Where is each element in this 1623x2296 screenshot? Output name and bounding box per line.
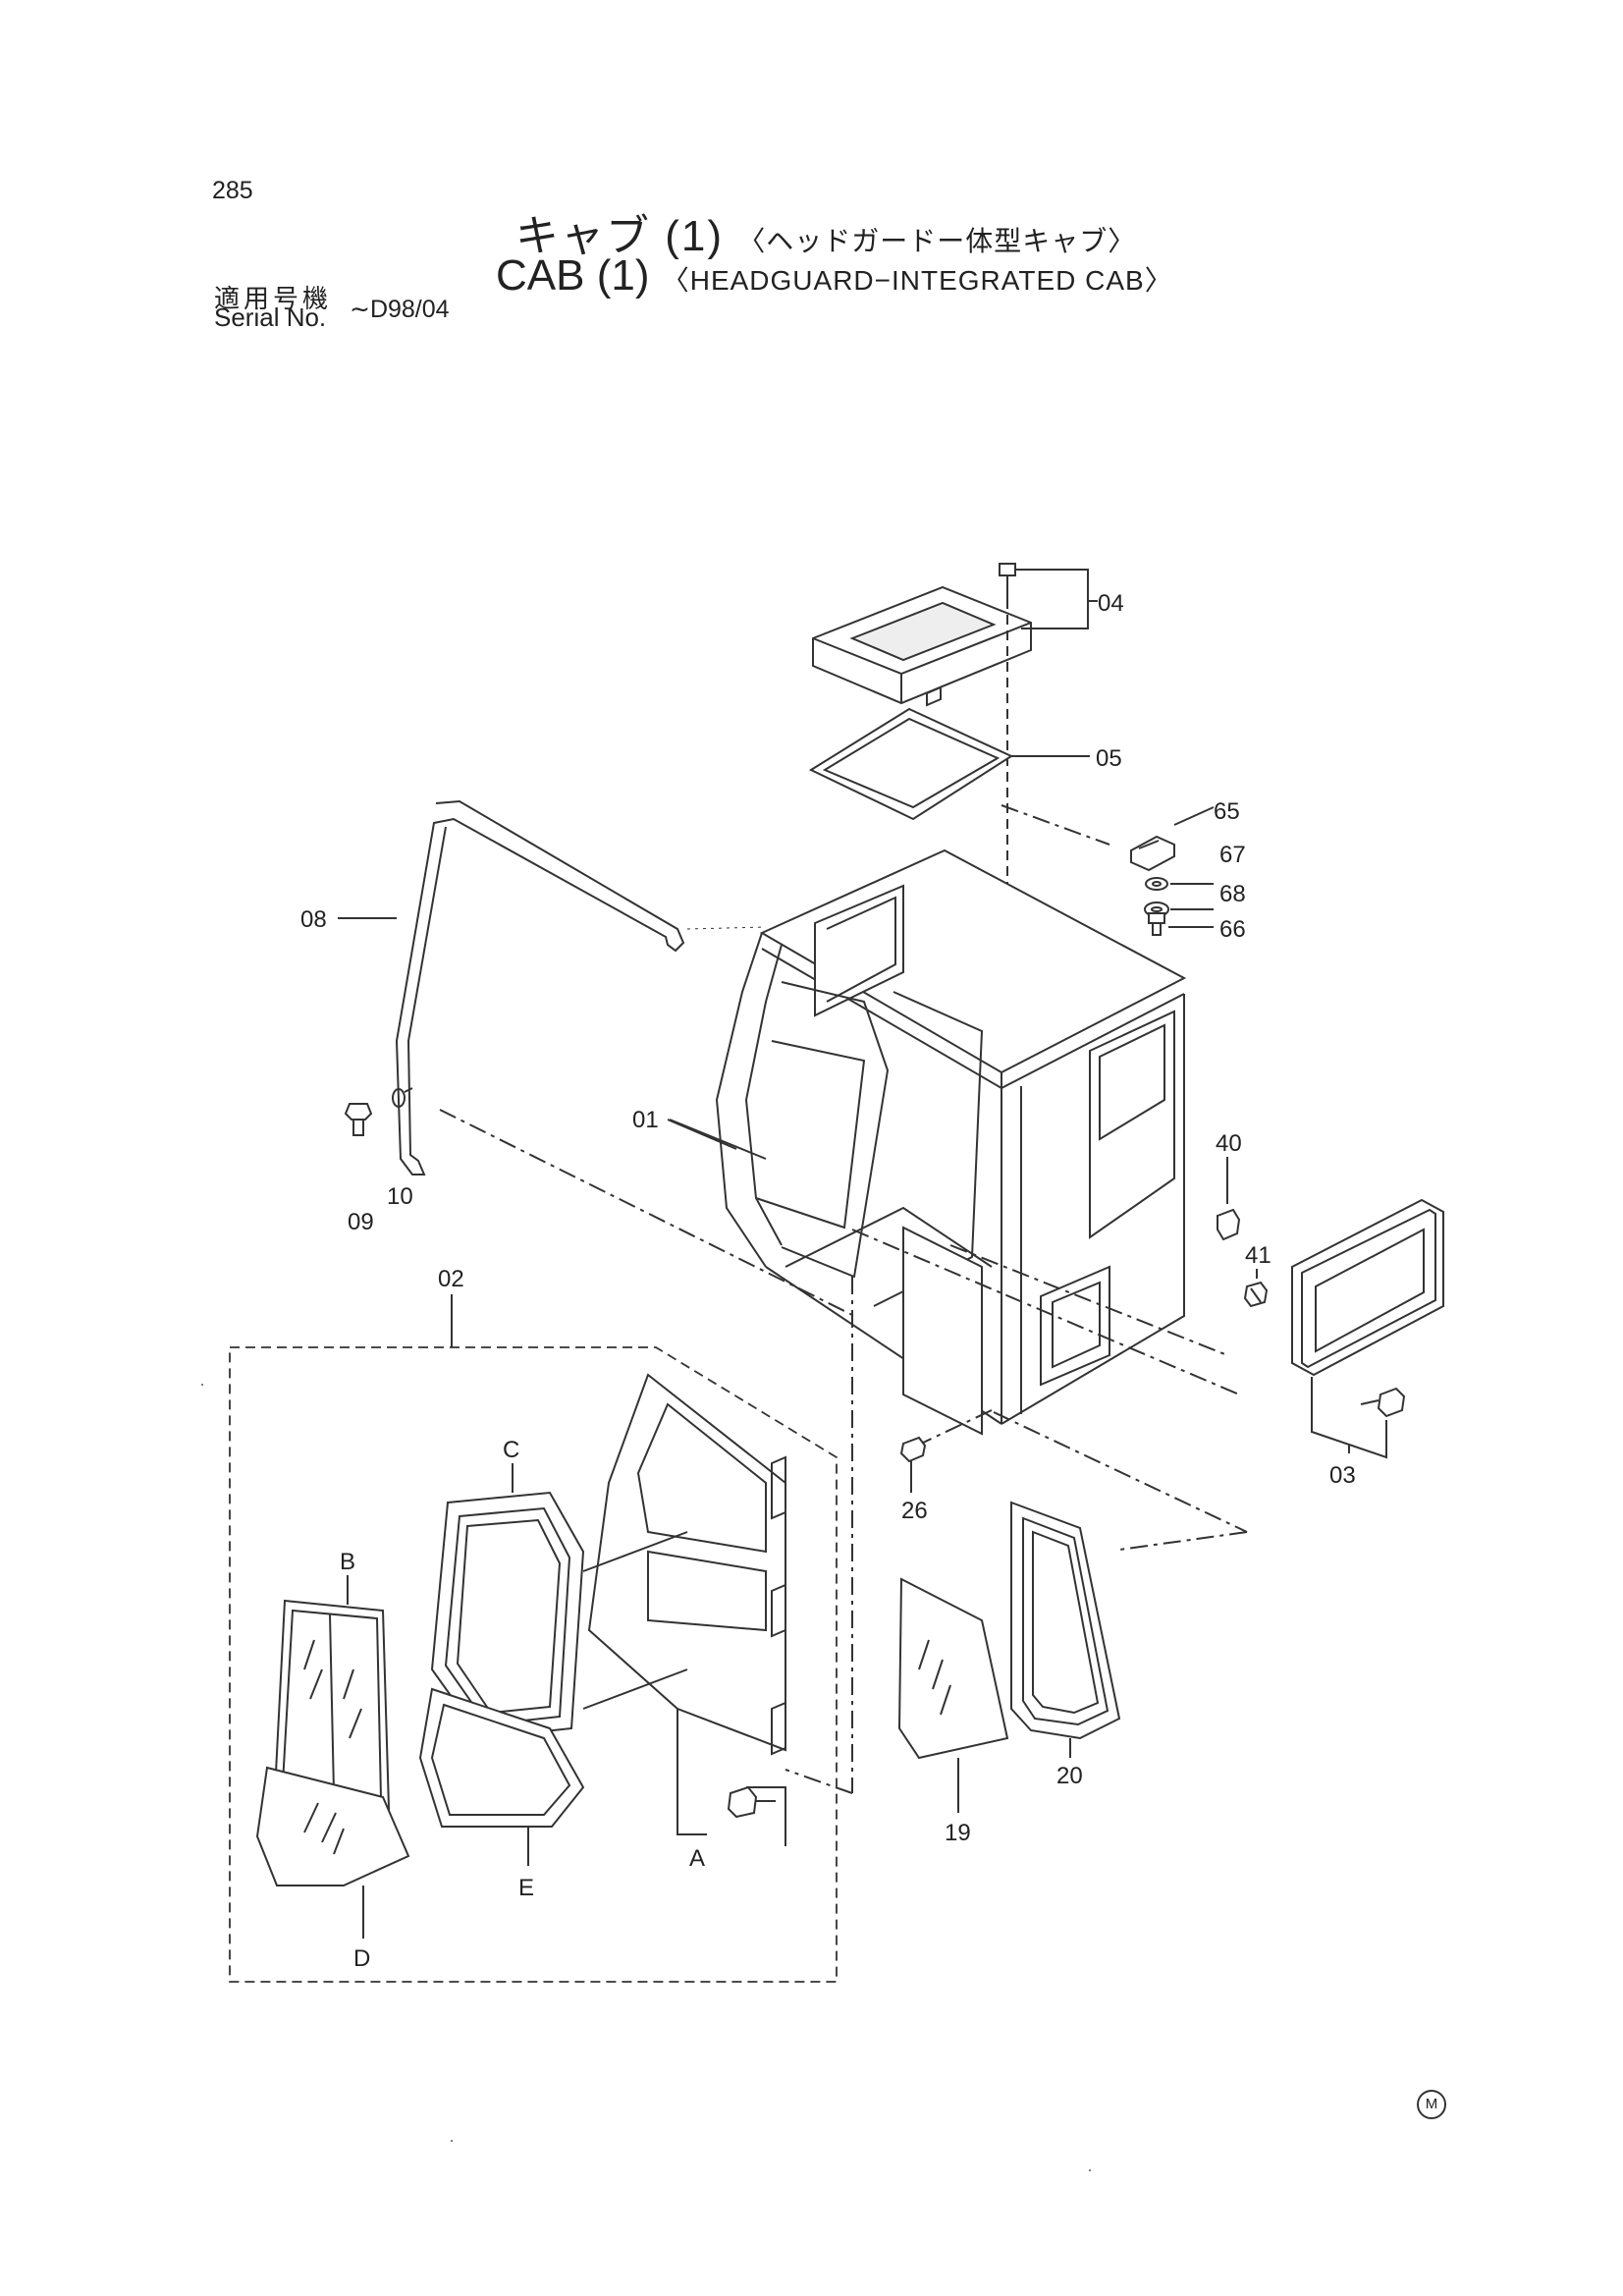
door-panel — [587, 1373, 786, 1756]
lower-window-seal — [418, 1687, 585, 1828]
hatch-bolt — [999, 563, 1016, 599]
side-window-seal — [1010, 1501, 1121, 1740]
label-26: 26 — [901, 1498, 928, 1524]
hardware-bolt — [1148, 912, 1165, 936]
label-67: 67 — [1219, 842, 1246, 868]
rear-window — [1291, 1198, 1444, 1377]
handrail-washer — [392, 1088, 406, 1108]
label-65: 65 — [1214, 798, 1240, 825]
m-mark: M — [1417, 2090, 1446, 2119]
label-19: 19 — [945, 1820, 971, 1846]
handrail-bolt — [344, 1103, 373, 1136]
label-20: 20 — [1056, 1763, 1083, 1789]
hinge-bracket — [1130, 835, 1175, 872]
label-C: C — [503, 1437, 519, 1463]
door-stopper-bolt — [899, 1436, 927, 1493]
label-40: 40 — [1216, 1130, 1242, 1157]
serial-range: ∼D98/04 — [350, 296, 450, 323]
lock-washer — [1145, 877, 1168, 891]
label-04: 04 — [1098, 590, 1124, 617]
side-window-glass — [897, 1577, 1009, 1760]
title-en-subtitle: 〈HEADGUARD−INTEGRATED CAB〉 — [661, 265, 1173, 296]
title-japanese: キャブ (1) 〈ヘッドガードー体型キャブ〉 — [515, 200, 1136, 263]
cab-frame — [715, 848, 1187, 1436]
label-41: 41 — [1245, 1242, 1271, 1269]
lower-window-glass — [255, 1766, 410, 1886]
label-08: 08 — [300, 906, 327, 933]
grommet — [1243, 1281, 1269, 1308]
handrail — [395, 799, 685, 1175]
label-E: E — [518, 1875, 534, 1901]
label-B: B — [340, 1549, 355, 1575]
hatch-seal — [808, 707, 1014, 821]
label-66: 66 — [1219, 916, 1246, 943]
title-en-main: CAB (1) — [496, 251, 650, 300]
label-A: A — [689, 1845, 705, 1872]
title-english: CAB (1) 〈HEADGUARD−INTEGRATED CAB〉 — [496, 251, 1173, 301]
upper-window-seal — [430, 1491, 585, 1740]
page-number: 285 — [212, 177, 253, 204]
label-68: 68 — [1219, 881, 1246, 907]
roof-hatch-cover — [812, 585, 1032, 707]
serial-label-en: Serial No. — [214, 302, 327, 332]
label-02: 02 — [438, 1266, 464, 1292]
label-01: 01 — [632, 1107, 659, 1133]
label-09: 09 — [348, 1209, 374, 1235]
label-10: 10 — [387, 1183, 413, 1210]
rear-window-bolt — [1360, 1387, 1406, 1418]
label-05: 05 — [1096, 745, 1122, 772]
label-03: 03 — [1329, 1462, 1356, 1489]
door-bolt — [727, 1785, 776, 1819]
title-jp-subtitle: 〈ヘッドガードー体型キャブ〉 — [737, 226, 1137, 256]
serial-label-jp: 適用号機 — [214, 284, 333, 313]
title-jp-main: キャブ (1) — [515, 212, 724, 260]
label-D: D — [353, 1945, 370, 1972]
cap — [1217, 1208, 1241, 1241]
